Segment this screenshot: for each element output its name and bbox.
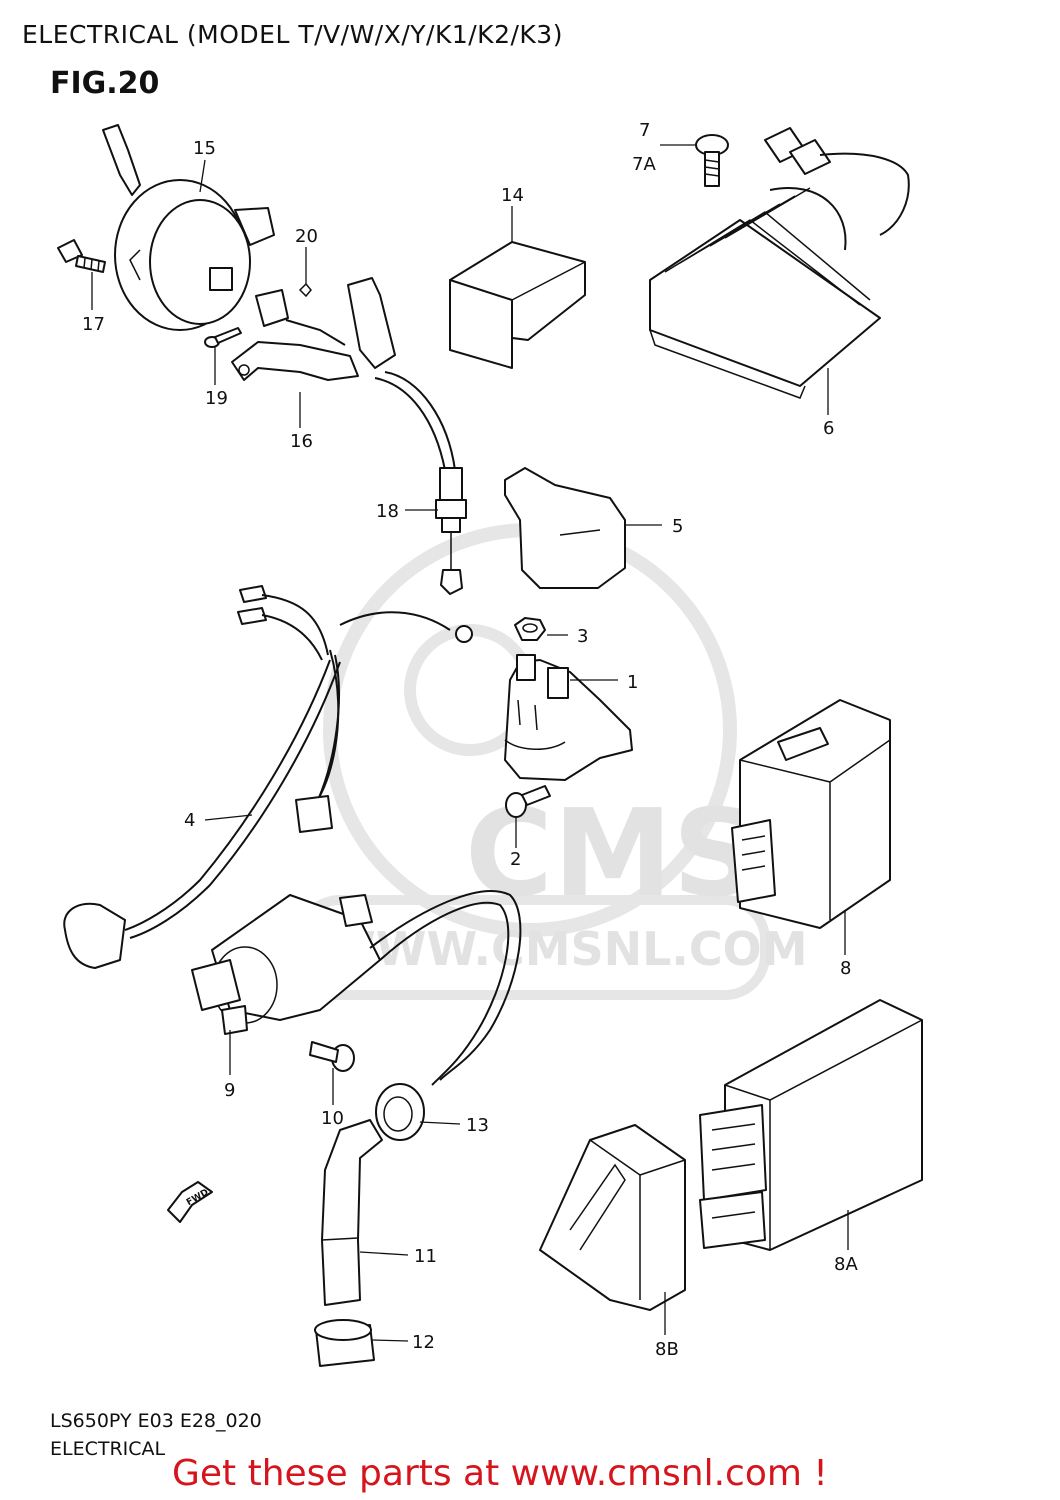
callout-18: 18 xyxy=(376,501,399,522)
callout-19: 19 xyxy=(205,388,228,409)
callout-13: 13 xyxy=(466,1115,489,1136)
part-8b-cover[interactable] xyxy=(539,1124,686,1311)
callout-14: 14 xyxy=(501,185,524,206)
callout-6: 6 xyxy=(823,418,834,439)
part-14-relay[interactable] xyxy=(449,241,586,369)
callout-1: 1 xyxy=(627,672,638,693)
fwd-arrow-icon: FWD xyxy=(167,1181,213,1223)
diagram-code: LS650PY E03 E28_020 xyxy=(50,1410,262,1432)
part-12-seal[interactable] xyxy=(314,1319,375,1367)
diagram-section-name: ELECTRICAL xyxy=(50,1438,166,1460)
callout-11: 11 xyxy=(414,1246,437,1267)
callout-8a: 8A xyxy=(834,1254,858,1275)
figure-number: FIG.20 xyxy=(50,66,160,101)
callout-8: 8 xyxy=(840,958,851,979)
part-13-grommet[interactable] xyxy=(375,1083,425,1141)
callout-9: 9 xyxy=(224,1080,235,1101)
part-6-regulator[interactable] xyxy=(649,127,910,399)
part-5-cover[interactable] xyxy=(504,467,626,589)
part-10-screw[interactable] xyxy=(309,1041,355,1072)
part-8a-ignitor[interactable] xyxy=(699,999,923,1251)
callout-17: 17 xyxy=(82,314,105,335)
callout-16: 16 xyxy=(290,431,313,452)
promo-banner-link[interactable]: Get these parts at www.cmsnl.com ! xyxy=(172,1453,828,1494)
part-9-ignition-coil[interactable] xyxy=(191,890,522,1086)
callout-7: 7 xyxy=(639,120,650,141)
callout-7a: 7A xyxy=(632,154,656,175)
part-4-cable[interactable] xyxy=(63,585,473,969)
part-20-clip[interactable] xyxy=(298,282,312,298)
watermark-url: WWW.CMSNL.COM xyxy=(325,922,808,976)
callout-5: 5 xyxy=(672,516,683,537)
part-18-switch[interactable] xyxy=(435,467,467,595)
callout-8b: 8B xyxy=(655,1339,679,1360)
callout-labels: 1 2 3 4 5 6 7 7A 8 8A 8B 9 10 11 12 13 1… xyxy=(82,120,858,1360)
callout-12: 12 xyxy=(412,1332,435,1353)
callout-3: 3 xyxy=(577,626,588,647)
part-16-bracket[interactable] xyxy=(231,277,456,471)
callout-20: 20 xyxy=(295,226,318,247)
part-17-bolt[interactable] xyxy=(57,239,106,273)
part-1-starter-relay[interactable] xyxy=(504,654,633,781)
callout-15: 15 xyxy=(193,138,216,159)
part-8-ignitor[interactable] xyxy=(731,699,891,929)
callout-10: 10 xyxy=(321,1108,344,1129)
part-19-pin[interactable] xyxy=(204,327,242,348)
callout-2: 2 xyxy=(510,849,521,870)
leader-lines xyxy=(91,144,849,1342)
part-7-screw[interactable] xyxy=(695,134,729,187)
page-title: ELECTRICAL (MODEL T/V/W/X/Y/K1/K2/K3) xyxy=(22,20,563,49)
callout-4: 4 xyxy=(184,810,195,831)
part-11-plug-cap[interactable] xyxy=(321,1119,383,1306)
part-3-nut[interactable] xyxy=(514,617,546,641)
part-15-horn[interactable] xyxy=(102,124,275,331)
